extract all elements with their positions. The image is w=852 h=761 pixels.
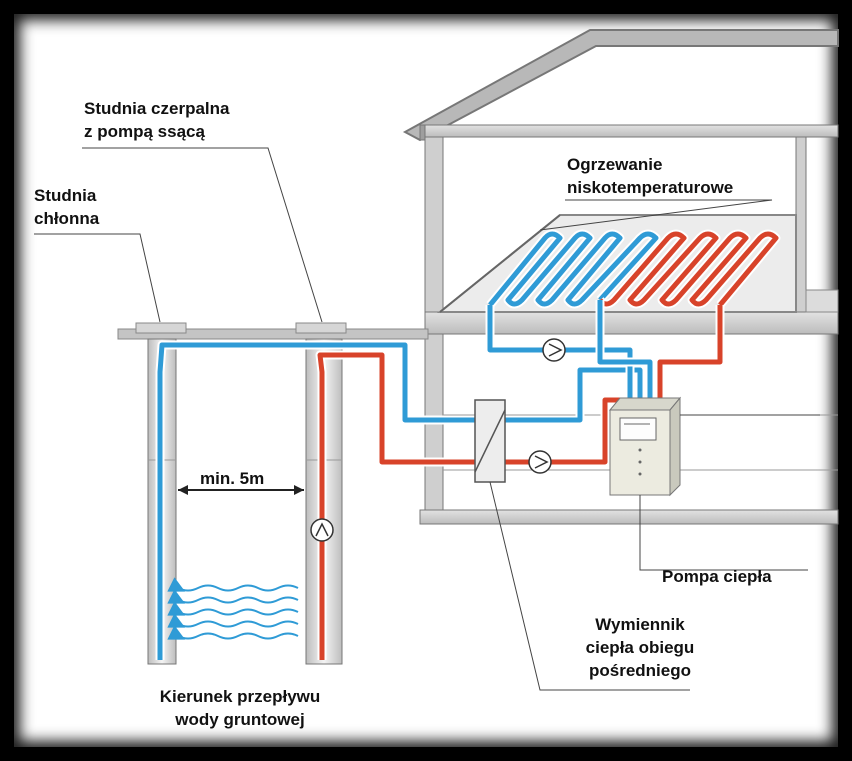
label-distance: min. 5m [200, 469, 264, 488]
label-exchanger-1: Wymiennik [595, 615, 685, 634]
hot-pipe-exchanger-hp [500, 395, 620, 467]
hot-pipe-extraction-line [317, 352, 480, 660]
cold-pipe-exchanger-hp-line [500, 367, 643, 423]
label-exchanger-2: ciepła obiegu [586, 638, 695, 657]
label-exchanger-3: pośredniego [589, 661, 691, 680]
circulation-pump-lower [528, 450, 552, 474]
heat-pump-display [619, 417, 657, 441]
distance-dimension [178, 468, 304, 495]
ground-surface [117, 328, 429, 340]
label-flow-direction-1: Kierunek przepływu [160, 687, 321, 706]
circulation-pump-upper [542, 338, 566, 362]
house-right-wall-upper [795, 136, 807, 313]
hot-pipe-exchanger-hp-line [500, 397, 620, 465]
label-heat-pump: Pompa ciepła [662, 567, 772, 586]
cold-pipe-absorption-line [157, 342, 480, 660]
heating-coil-hot-line [598, 231, 779, 307]
absorption-well-cap [135, 322, 187, 334]
heat-exchanger [474, 399, 506, 483]
house-roof [402, 29, 839, 142]
hot-pipes [315, 305, 725, 660]
label-extraction-well-1: Studnia czerpalna [84, 99, 230, 118]
label-absorption-well-2: chłonna [34, 209, 100, 228]
label-floor-heating-2: niskotemperaturowe [567, 178, 733, 197]
floor-heating [437, 214, 797, 313]
well-pump [310, 518, 334, 542]
label-absorption-well-1: Studnia [34, 186, 97, 205]
label-flow-direction-2: wody gruntowej [174, 710, 304, 729]
heat-pump-unit [608, 396, 682, 497]
label-extraction-well-2: z pompą ssącą [84, 122, 205, 141]
cold-pipe-heating-return-line [597, 300, 653, 400]
leader-lines [34, 147, 820, 691]
heating-panel-edge [439, 214, 561, 313]
heating-coil-cold-line [488, 231, 659, 307]
extraction-well-cap [295, 322, 347, 334]
house-attic-floor [424, 124, 839, 138]
label-floor-heating-1: Ogrzewanie [567, 155, 662, 174]
hot-pipe-extraction [315, 350, 480, 660]
groundwater-flow-arrows [167, 577, 299, 640]
hot-pipe-heating-line [657, 305, 723, 400]
house-stair [805, 289, 839, 313]
house-ground-floor [419, 509, 839, 525]
